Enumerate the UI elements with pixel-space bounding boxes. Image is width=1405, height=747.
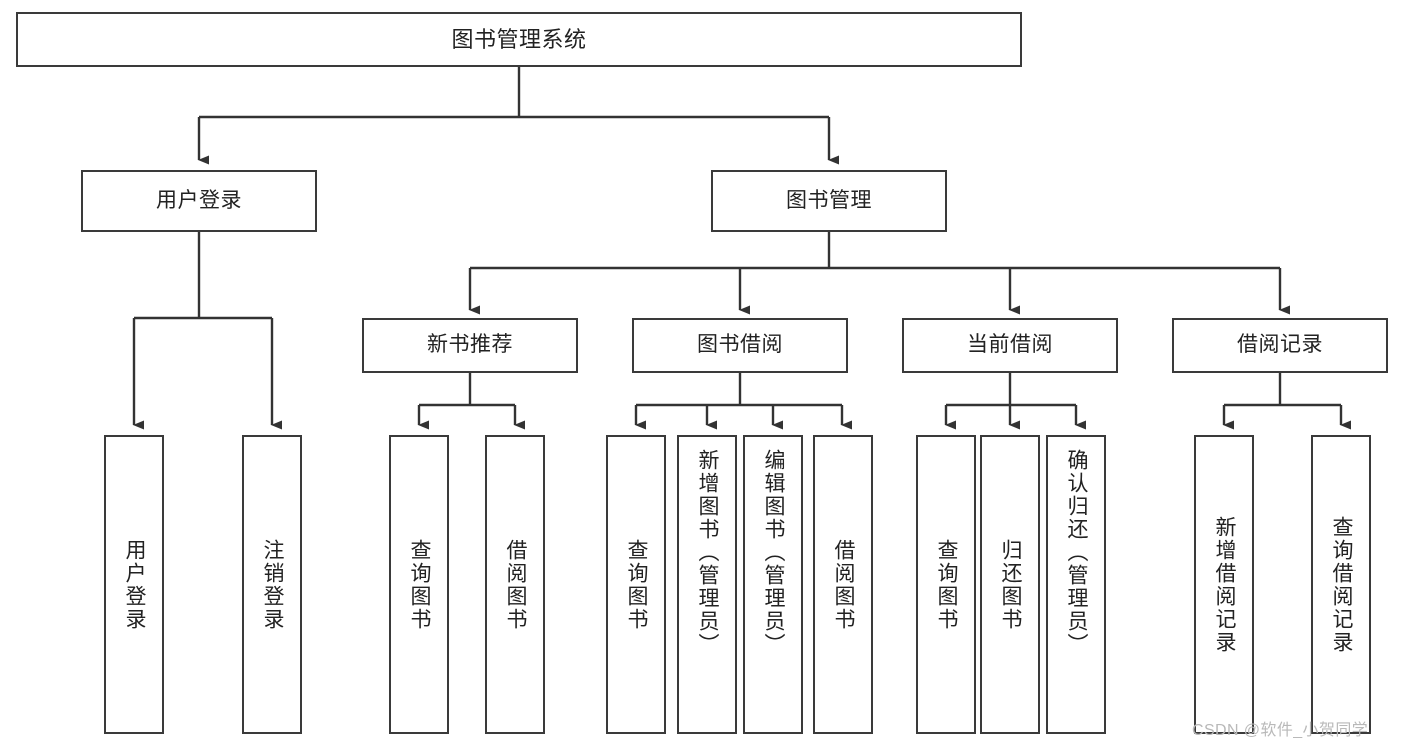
node-book-management[interactable]: 图书管理 <box>711 170 947 232</box>
node-label: 图书管理 <box>786 188 872 212</box>
leaf-user-login-logout[interactable]: 注销登录 <box>242 435 302 734</box>
node-label: 新增图书（管理员） <box>696 449 720 656</box>
node-label: 查询图书 <box>625 538 649 631</box>
node-label: 注销登录 <box>261 538 285 631</box>
node-label: 图书借阅 <box>697 333 783 357</box>
node-label: 用户登录 <box>123 538 147 631</box>
node-label: 归还图书 <box>999 538 1023 631</box>
node-label: 新增借阅记录 <box>1213 515 1237 654</box>
node-label: 当前借阅 <box>967 333 1053 357</box>
node-label: 编辑图书（管理员） <box>762 449 786 656</box>
node-label: 借阅图书 <box>832 538 856 631</box>
node-root-book-management-system[interactable]: 图书管理系统 <box>16 12 1022 67</box>
leaf-borrow-record-add-record[interactable]: 新增借阅记录 <box>1194 435 1254 734</box>
node-current-borrow[interactable]: 当前借阅 <box>902 318 1118 373</box>
node-label: 借阅记录 <box>1237 333 1323 357</box>
leaf-current-borrow-confirm-return-admin[interactable]: 确认归还（管理员） <box>1046 435 1106 734</box>
node-label: 查询图书 <box>935 538 959 631</box>
leaf-book-borrow-add-book-admin[interactable]: 新增图书（管理员） <box>677 435 737 734</box>
leaf-new-book-query-book[interactable]: 查询图书 <box>389 435 449 734</box>
leaf-current-borrow-return-book[interactable]: 归还图书 <box>980 435 1040 734</box>
leaf-book-borrow-query-book[interactable]: 查询图书 <box>606 435 666 734</box>
node-label: 查询图书 <box>408 538 432 631</box>
node-label: 新书推荐 <box>427 333 513 357</box>
node-label: 用户登录 <box>156 188 242 212</box>
node-label: 查询借阅记录 <box>1330 515 1354 654</box>
leaf-user-login-login[interactable]: 用户登录 <box>104 435 164 734</box>
leaf-book-borrow-edit-book-admin[interactable]: 编辑图书（管理员） <box>743 435 803 734</box>
leaf-borrow-record-query-record[interactable]: 查询借阅记录 <box>1311 435 1371 734</box>
node-user-login[interactable]: 用户登录 <box>81 170 317 232</box>
node-label: 借阅图书 <box>504 538 528 631</box>
leaf-current-borrow-query-book[interactable]: 查询图书 <box>916 435 976 734</box>
node-book-borrow[interactable]: 图书借阅 <box>632 318 848 373</box>
watermark-text: CSDN @软件_小贺同学 <box>1192 722 1369 739</box>
node-new-book-recommend[interactable]: 新书推荐 <box>362 318 578 373</box>
node-label: 图书管理系统 <box>451 26 587 52</box>
leaf-new-book-borrow-book[interactable]: 借阅图书 <box>485 435 545 734</box>
node-borrow-record[interactable]: 借阅记录 <box>1172 318 1388 373</box>
node-label: 确认归还（管理员） <box>1065 449 1089 656</box>
leaf-book-borrow-borrow-book[interactable]: 借阅图书 <box>813 435 873 734</box>
